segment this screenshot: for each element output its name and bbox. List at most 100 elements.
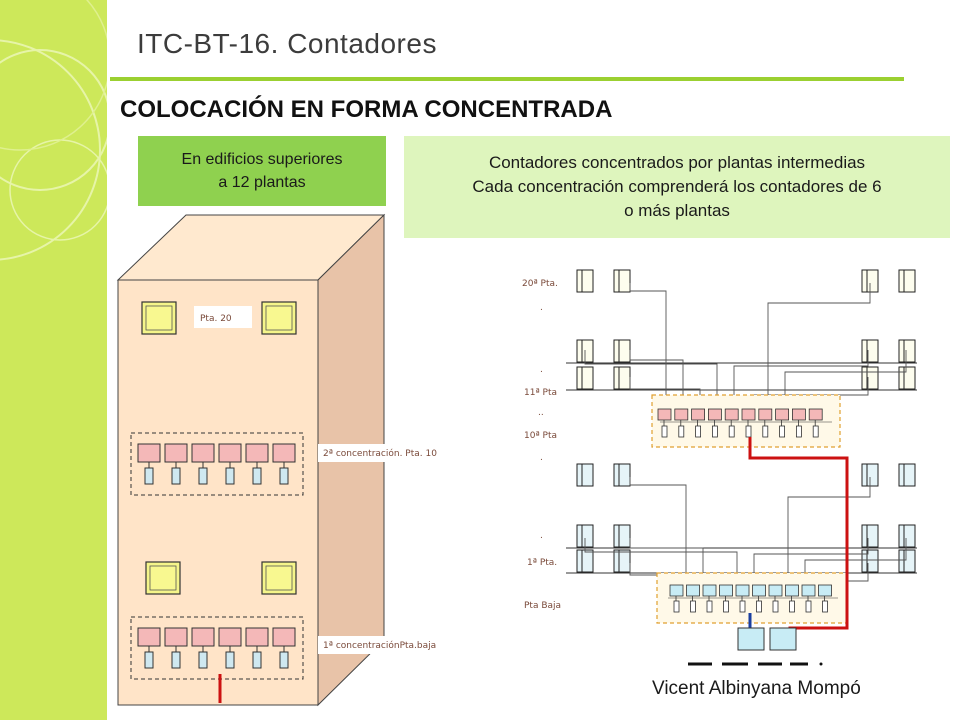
concentration-2-label-box xyxy=(318,444,450,462)
fuse-icon xyxy=(745,425,752,438)
fuse-icon xyxy=(772,600,779,613)
panel-box xyxy=(613,524,631,548)
ellipsis-dot: . xyxy=(540,453,543,463)
info-box-buildings: En edificios superiores a 12 plantas xyxy=(138,136,386,206)
feeder-wire xyxy=(787,477,871,575)
concentration-1-label-box xyxy=(318,636,450,654)
window-icon xyxy=(141,301,177,335)
fuse-icon xyxy=(762,425,769,438)
ellipsis-dots: .. xyxy=(538,408,544,418)
fuse-icon xyxy=(678,425,685,438)
panel-box xyxy=(861,339,879,363)
fuse-icon xyxy=(279,467,289,485)
panel-box xyxy=(613,366,631,390)
window-icon xyxy=(261,561,297,595)
concentration-2-label: 2ª concentración. Pta. 10 xyxy=(323,448,437,459)
fuse-icon xyxy=(225,651,235,669)
apartment-panel-icon xyxy=(613,269,631,293)
floor-10-schematic-label: 10ª Pta xyxy=(524,431,557,441)
window-icon xyxy=(145,561,181,595)
floor-1-schematic-label: 1ª Pta. xyxy=(527,558,557,568)
fuse-icon xyxy=(812,425,819,438)
apartment-panel-icon xyxy=(576,366,594,390)
meter-icon xyxy=(702,584,717,597)
feeder-wire xyxy=(753,538,869,575)
info-box-concentration-line2: Cada concentración comprenderá los conta… xyxy=(472,177,882,197)
title-divider xyxy=(110,77,904,81)
apartment-panel-icon xyxy=(898,269,916,293)
concentration-1-frame xyxy=(130,616,304,680)
meter-icon xyxy=(669,584,684,597)
floor-20-schematic-label: 20ª Pta. xyxy=(522,279,558,289)
schematic-wiring xyxy=(566,269,917,666)
section-heading: COLOCACIÓN EN FORMA CONCENTRADA xyxy=(120,96,613,123)
fuse-icon xyxy=(695,425,701,438)
fuse-icon xyxy=(661,425,668,438)
apartment-panel-icon xyxy=(898,366,916,390)
apartment-panel-icon xyxy=(613,549,631,573)
feeder-wire xyxy=(767,283,871,395)
feeder-wire xyxy=(804,538,907,575)
fuse-icon xyxy=(144,467,154,485)
feeder-wire xyxy=(629,477,687,575)
meter-icon xyxy=(792,408,806,421)
meter-icon xyxy=(808,408,823,421)
meter-icon xyxy=(735,584,750,597)
apartment-panel-icon xyxy=(898,463,916,487)
author-credit: Vicent Albinyana Mompó xyxy=(652,678,861,699)
info-box-buildings-line2: a 12 plantas xyxy=(218,174,306,191)
fuse-icon xyxy=(690,600,696,613)
feeder-wire xyxy=(751,377,869,396)
panel-box xyxy=(861,524,879,548)
panel-box xyxy=(613,549,631,573)
panel-box xyxy=(576,463,594,487)
fuse-icon xyxy=(171,467,181,485)
apartment-panel-icon xyxy=(898,339,916,363)
fuse-icon xyxy=(723,600,729,613)
ellipsis-dot: . xyxy=(540,365,543,375)
fuse-icon xyxy=(712,425,718,438)
panel-box xyxy=(861,366,879,390)
fuse-icon xyxy=(673,600,680,613)
main-breaker-icon xyxy=(769,627,797,651)
feeder-wire xyxy=(629,538,704,575)
fuse-icon xyxy=(144,651,154,669)
panel-box xyxy=(898,339,916,363)
main-breaker-icon xyxy=(737,627,765,651)
meter-icon xyxy=(724,408,739,421)
ground-floor-schematic-label: Pta Baja xyxy=(524,601,561,611)
meter-group-2 xyxy=(137,443,296,485)
apartment-panel-icon xyxy=(576,524,594,548)
concentration-2-box xyxy=(651,394,841,448)
panel-box xyxy=(613,339,631,363)
floor-20-label: Pta. 20 xyxy=(200,314,232,324)
meter-icon xyxy=(758,408,773,421)
floor-label-box xyxy=(194,306,252,328)
fuse-icon xyxy=(198,651,208,669)
panel-box xyxy=(898,524,916,548)
meter-icon xyxy=(691,408,705,421)
meter-icon xyxy=(741,408,756,421)
meter-icon xyxy=(801,584,816,597)
feeder-wire xyxy=(629,283,667,395)
feeder-wire xyxy=(733,350,869,395)
meter-icon xyxy=(674,408,689,421)
ground-dot xyxy=(819,662,823,666)
feeder-wire xyxy=(629,377,701,395)
info-box-concentration-line1: Contadores concentrados por plantas inte… xyxy=(488,153,866,173)
panel-box xyxy=(861,549,879,573)
feeder-wire xyxy=(584,538,738,575)
info-box-concentration-line3: o más plantas xyxy=(624,200,730,220)
apartment-panel-icon xyxy=(613,366,631,390)
apartment-panel-icon xyxy=(861,549,879,573)
info-box-concentration: Contadores concentrados por plantas inte… xyxy=(404,136,950,238)
window-icon xyxy=(261,301,297,335)
fuse-icon xyxy=(252,651,262,669)
panel-box xyxy=(613,269,631,293)
meter-icon xyxy=(708,408,722,421)
fuse-icon xyxy=(252,467,262,485)
fuse-icon xyxy=(225,467,235,485)
apartment-panel-icon xyxy=(861,269,879,293)
